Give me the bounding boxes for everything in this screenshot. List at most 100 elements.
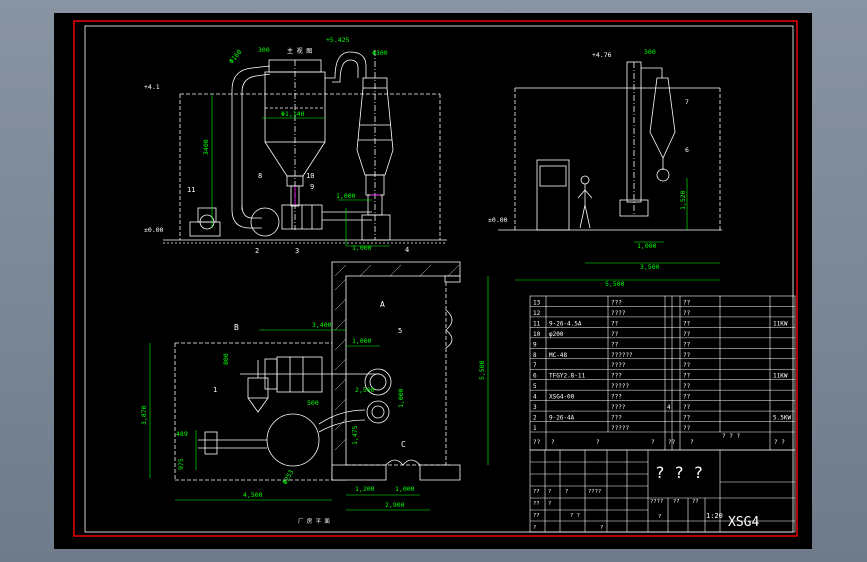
header-1: ? [551,439,555,446]
row-model: MC-48 [549,352,567,359]
row-name: ????? [611,383,629,390]
r-dim-5500: 5,500 [605,280,625,288]
header-4: ?? [668,439,676,446]
plan-1000c: 1,000 [395,485,415,493]
row-no: 8 [533,352,537,359]
r-dim-300: 300 [644,48,656,56]
row-material: ?? [683,362,691,369]
row-name: ????? [611,425,629,432]
row-model: φ200 [549,331,564,338]
plan-2900: 2,900 [385,501,405,509]
dim-1000b: 1,000 [352,244,372,252]
r-dim-3500: 3,500 [640,263,660,271]
row-no: 1 [533,425,537,432]
row-no: 5 [533,383,537,390]
row-material: ?? [683,310,691,317]
tb-label-8: ? [548,501,551,507]
dim-ph1140: Φ1,140 [281,110,305,118]
callout-10: 10 [306,172,314,180]
plan-4500: 4,500 [243,491,263,499]
row-name: ???? [611,310,626,317]
tb-label-3: ? [658,514,661,520]
row-no: 9 [533,341,537,348]
elev-ground: ±0.00 [144,226,164,234]
row-material: ?? [683,404,691,411]
row-no: 11 [533,320,541,327]
elev-floor: +4.1 [144,83,160,91]
title-block-grid [529,449,796,533]
plan-1200: 1,200 [355,485,375,493]
plan-title: 厂 房 平 面 [298,517,330,525]
plan-labels: A B C 1 5 [213,300,406,449]
row-model: 9-26-4.5A [549,320,582,327]
title-main-view: 主 视 图 [287,47,312,55]
row-model: XSG4-00 [549,394,575,401]
left-elevation-callouts: 11 8 10 9 2 3 4 [187,172,409,255]
row-name: ??? [611,394,622,401]
drawing-number: XSG4 [728,515,759,530]
row-qty: 4 [667,404,671,411]
plan-text: 3,400 1,000 3,870 800 2,500 500 1,000 1,… [140,321,486,525]
callout-2: 2 [255,247,259,255]
r-elev-top: +4.76 [592,51,612,59]
plan-1000b: 1,000 [397,388,405,408]
r-dim-1520: 1,520 [679,190,687,210]
title-scale: 1:20 [706,512,723,520]
row-material: ?? [683,331,691,338]
plan-800: 800 [222,353,230,365]
tb-label-7: ?? [533,501,540,507]
plan-2500: 2,500 [355,386,375,394]
plan-3870: 3,870 [140,405,148,425]
row-no: 7 [533,362,537,369]
r-dim-1000: 1,000 [637,242,657,250]
row-name: ??? [611,415,622,422]
tb-label-0: ???? [650,499,663,505]
tb-label-5: ? [548,489,551,495]
right-elevation [498,61,722,231]
tb-label-9: ?? [533,513,540,519]
room-c: C [401,440,406,449]
row-name: ?? [611,341,619,348]
row-no: 2 [533,415,537,422]
r-callout-6: 6 [685,146,689,154]
plan-walls [331,261,461,481]
tb-label-10: ? ? [570,513,580,519]
plan-1475: 1,475 [351,425,359,445]
tb-label-4: ?? [533,489,540,495]
left-elevation-dims [211,95,390,247]
row-note: 11KW [773,320,788,327]
dim-ph300: Φ300 [372,49,388,57]
row-name: ?? [611,320,619,327]
plan-wall-hatch [334,264,460,451]
left-elevation-magenta [294,186,380,205]
row-name: ??? [611,373,622,380]
dim-1000: 1,000 [336,192,356,200]
left-elevation-text: 主 视 图 +5.425 +4.1 ±0.00 300 Φ300 Φ160 Φ1… [144,36,388,252]
room-b: B [234,323,239,332]
plan-5500: 5,500 [478,360,486,380]
row-name: ???? [611,404,626,411]
row-model: TFGY2.8-11 [549,373,586,380]
tb-label-12: ? [533,525,536,531]
header-3: ? [651,439,655,446]
title-big: ? ? ? [655,463,703,482]
row-material: ?? [683,352,691,359]
plan-500: 500 [307,399,319,407]
right-elevation-text: +4.76 ±0.00 300 1,520 1,000 3,500 5,500 … [488,48,689,288]
header-5: ? [690,439,694,446]
right-elevation-dims [515,178,720,281]
row-material: ?? [683,320,691,327]
row-note: 5.5KW [773,415,791,422]
row-no: 3 [533,404,537,411]
row-no: 6 [533,373,537,380]
tb-label-13: ? [600,525,603,531]
header-0: ?? [533,439,541,446]
elev-top: +5.425 [326,36,350,44]
dim-ph160: Φ160 [227,48,243,65]
row-no: 4 [533,394,537,401]
row-name: ??? [611,299,622,306]
row-no: 12 [533,310,541,317]
outer-border [73,20,798,537]
